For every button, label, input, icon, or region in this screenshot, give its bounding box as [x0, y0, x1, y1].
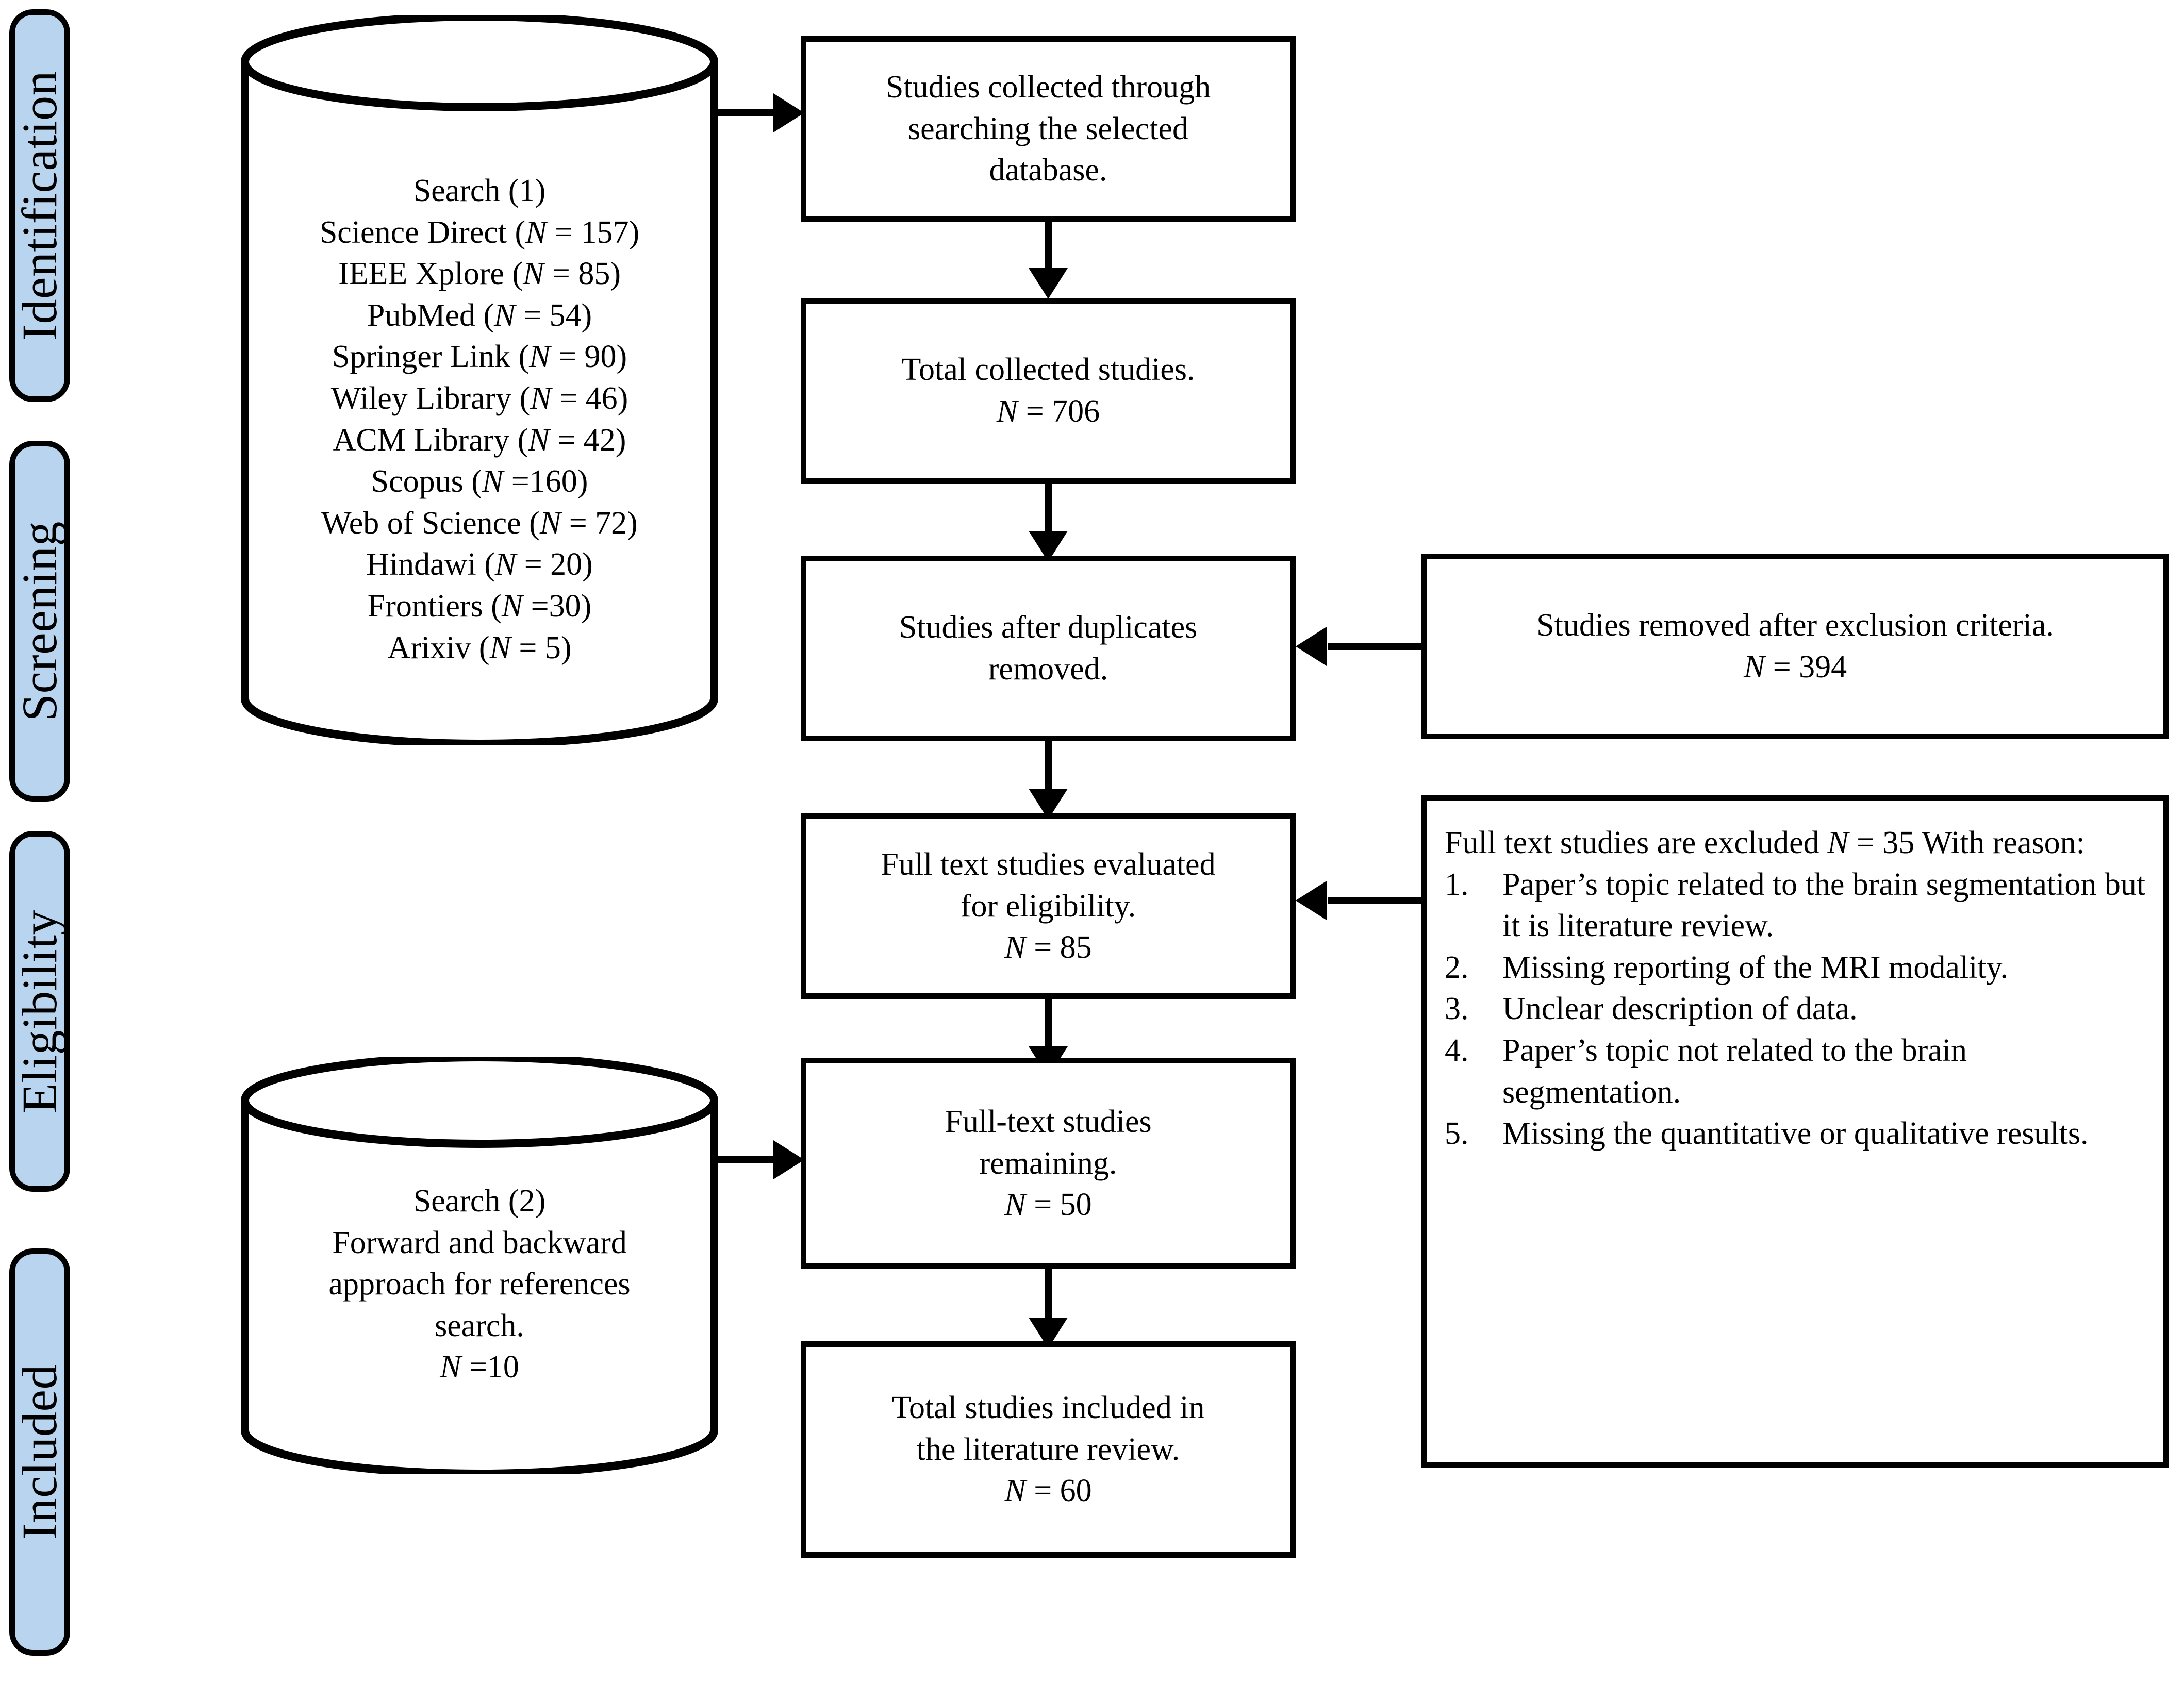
list-item-text: Unclear description of data. — [1502, 991, 1858, 1027]
connector-reasons-to-fulltext — [1328, 897, 1424, 904]
box-line: Studies after duplicates — [899, 610, 1198, 645]
list-item: 4. Paper’s topic not related to the brai… — [1445, 1030, 2148, 1113]
cylinder-shape-icon — [241, 15, 718, 745]
box-line-count: N = 394 — [1743, 649, 1847, 685]
arrowhead-search1-to-collected — [773, 93, 804, 132]
connector-remaining-to-included — [1045, 1269, 1052, 1326]
arrowhead-collected-to-total — [1029, 268, 1068, 299]
search2-heading: Search (2) — [413, 1184, 546, 1219]
box-line-count: N = 60 — [1004, 1473, 1092, 1509]
search1-heading: Search (1) — [413, 173, 546, 208]
box-line-count: N = 85 — [1004, 930, 1092, 965]
box-fulltext-remaining-content: Full-text studies remaining. N = 50 — [935, 1101, 1161, 1226]
phase-label-screening: Screening — [9, 441, 70, 802]
connector-duplicates-to-fulltext — [1045, 741, 1052, 798]
list-item-number: 1. — [1445, 866, 1469, 902]
box-removed-exclusion: Studies removed after exclusion criteria… — [1421, 554, 2169, 739]
search1-content: Search (1) Science Direct (N = 157) IEEE… — [240, 170, 719, 669]
list-item-text: Missing reporting of the MRI modality. — [1502, 949, 2009, 985]
box-line: for eligibility. — [960, 888, 1136, 924]
connector-exclusion-to-duplicates — [1328, 643, 1424, 650]
search2-description: Forward and backward — [332, 1225, 627, 1260]
arrowhead-exclusion-to-duplicates — [1296, 627, 1327, 666]
box-line: Full text studies evaluated — [881, 847, 1216, 882]
connector-collected-to-total — [1045, 222, 1052, 276]
cylinder-shape-icon — [241, 1057, 718, 1474]
box-fulltext-remaining: Full-text studies remaining. N = 50 — [801, 1058, 1296, 1269]
excluded-reasons-lead: Full text studies are excluded N = 35 Wi… — [1445, 825, 2085, 860]
arrowhead-search2-to-remaining — [773, 1140, 804, 1179]
box-included-total-content: Total studies included in the literature… — [883, 1387, 1214, 1512]
phase-label-included-text: Included — [12, 1364, 67, 1540]
list-item-text: Paper’s topic not related to the brain s… — [1502, 1032, 1967, 1110]
list-item: 5. Missing the quantitative or qualitati… — [1445, 1113, 2148, 1155]
connector-eval-to-remaining — [1045, 999, 1052, 1056]
box-after-duplicates-content: Studies after duplicates removed. — [890, 607, 1207, 690]
box-line-count: N = 706 — [996, 394, 1100, 429]
box-total-collected-content: Total collected studies. N = 706 — [892, 349, 1204, 432]
box-after-duplicates: Studies after duplicates removed. — [801, 556, 1296, 741]
search1-source-line: ACM Library (N = 42) — [333, 422, 626, 458]
list-item-text: Paper’s topic related to the brain segme… — [1502, 866, 2146, 944]
box-line: Studies removed after exclusion criteria… — [1536, 608, 2054, 643]
search1-source-line: Frontiers (N =30) — [367, 588, 592, 624]
search1-source-line: Wiley Library (N = 46) — [330, 380, 628, 416]
excluded-reasons-list: 1. Paper’s topic related to the brain se… — [1445, 864, 2148, 1155]
search2-count: N =10 — [440, 1349, 519, 1385]
search1-source-line: Hindawi (N = 20) — [366, 547, 593, 582]
box-line: removed. — [988, 652, 1108, 687]
box-studies-collected-content: Studies collected through searching the … — [876, 66, 1220, 191]
box-line: Total studies included in — [891, 1390, 1205, 1426]
box-line: remaining. — [979, 1145, 1117, 1181]
phase-label-eligibility: Eligibility — [9, 831, 70, 1192]
phase-label-identification-text: Identification — [12, 70, 67, 341]
box-line: Full-text studies — [945, 1104, 1152, 1140]
list-item: 1. Paper’s topic related to the brain se… — [1445, 864, 2148, 947]
phase-label-identification: Identification — [9, 9, 70, 402]
box-excluded-reasons: Full text studies are excluded N = 35 Wi… — [1421, 795, 2169, 1468]
search2-description: search. — [435, 1308, 524, 1343]
search1-source-line: Web of Science (N = 72) — [321, 505, 638, 541]
search1-source-line: IEEE Xplore (N = 85) — [338, 256, 621, 292]
box-total-collected: Total collected studies. N = 706 — [801, 298, 1296, 484]
box-fulltext-evaluated-content: Full text studies evaluated for eligibil… — [871, 844, 1225, 969]
box-line: searching the selected — [908, 111, 1188, 146]
connector-total-to-duplicates — [1045, 484, 1052, 540]
phase-label-eligibility-text: Eligibility — [12, 909, 67, 1113]
connector-search2-to-remaining — [714, 1156, 779, 1163]
list-item-number: 5. — [1445, 1116, 1469, 1152]
box-removed-exclusion-content: Studies removed after exclusion criteria… — [1527, 605, 2063, 688]
database-cylinder-search2: Search (2) Forward and backward approach… — [240, 1057, 719, 1474]
search2-content: Search (2) Forward and backward approach… — [240, 1180, 719, 1388]
box-line: the literature review. — [916, 1431, 1180, 1467]
search1-source-line: Science Direct (N = 157) — [319, 214, 640, 250]
search1-source-line: Springer Link (N = 90) — [332, 339, 627, 375]
connector-search1-to-collected — [714, 109, 779, 116]
arrowhead-reasons-to-fulltext — [1296, 881, 1327, 920]
list-item-number: 2. — [1445, 949, 1469, 985]
box-fulltext-evaluated: Full text studies evaluated for eligibil… — [801, 813, 1296, 999]
list-item-number: 3. — [1445, 991, 1469, 1027]
box-line: Studies collected through — [885, 70, 1211, 105]
box-studies-collected: Studies collected through searching the … — [801, 36, 1296, 222]
list-item: 3. Unclear description of data. — [1445, 988, 2148, 1030]
box-line: database. — [989, 153, 1107, 188]
search1-source-line: PubMed (N = 54) — [367, 297, 592, 333]
box-line: Total collected studies. — [901, 352, 1195, 388]
database-cylinder-search1: Search (1) Science Direct (N = 157) IEEE… — [240, 15, 719, 745]
search1-source-line: Scopus (N =160) — [371, 464, 588, 499]
box-line-count: N = 50 — [1004, 1187, 1092, 1223]
list-item: 2. Missing reporting of the MRI modality… — [1445, 947, 2148, 989]
list-item-number: 4. — [1445, 1032, 1469, 1068]
search2-description: approach for references — [328, 1266, 631, 1302]
phase-label-included: Included — [9, 1248, 70, 1656]
search1-source-line: Arixiv (N = 5) — [387, 630, 572, 665]
phase-label-screening-text: Screening — [12, 521, 67, 722]
list-item-text: Missing the quantitative or qualitative … — [1502, 1116, 2089, 1152]
box-included-total: Total studies included in the literature… — [801, 1341, 1296, 1558]
